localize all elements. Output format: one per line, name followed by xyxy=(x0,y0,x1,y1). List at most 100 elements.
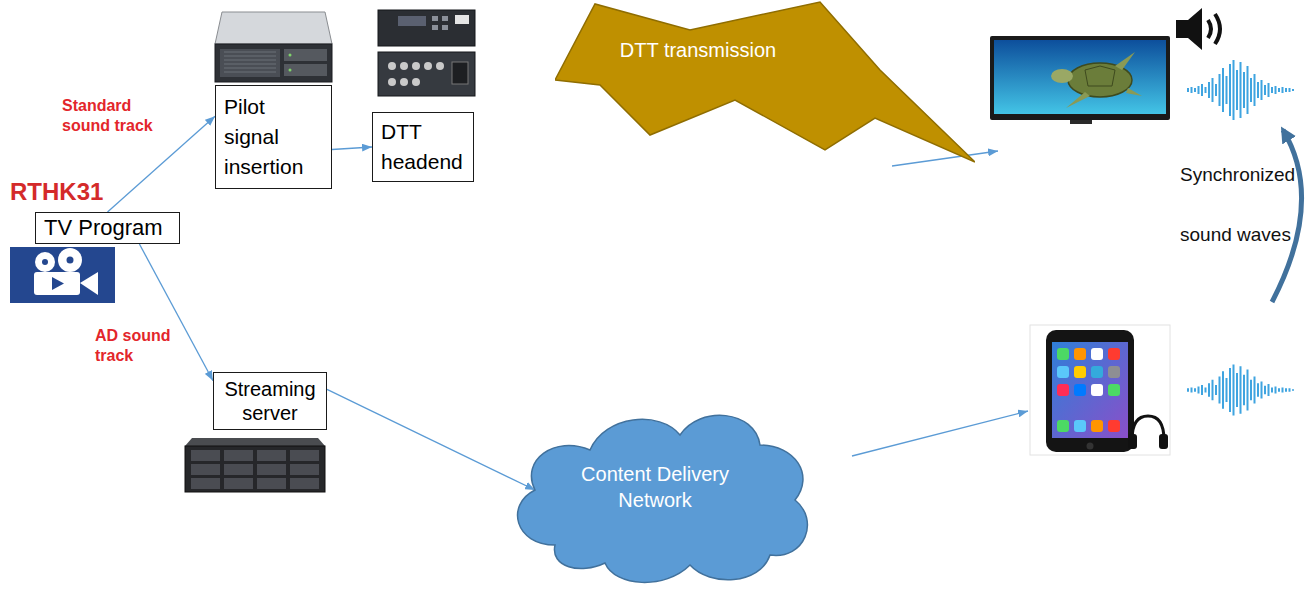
video-icon xyxy=(10,247,115,303)
smartphone-image xyxy=(1046,330,1134,452)
television-image xyxy=(1115,52,1135,70)
television-image xyxy=(994,40,1166,114)
headphones-icon xyxy=(1128,416,1168,449)
node-text: DTT transmission xyxy=(608,38,788,62)
video-icon xyxy=(80,272,98,295)
smartphone-image xyxy=(1091,384,1103,396)
headend-device-image xyxy=(378,10,475,46)
headend-device-image xyxy=(388,78,396,86)
smartphone-image xyxy=(1108,420,1120,432)
video-icon xyxy=(34,272,80,295)
node-text: Streaming server xyxy=(222,377,318,425)
storage-server-image xyxy=(224,450,253,461)
television-image xyxy=(1070,120,1092,124)
smartphone-image xyxy=(1030,325,1170,455)
speaker-icon xyxy=(1176,8,1202,50)
headend-device-image xyxy=(432,16,438,21)
headend-device-image xyxy=(432,25,438,30)
rack-server-image xyxy=(289,69,292,72)
node-text: Content Delivery Network xyxy=(560,461,750,513)
edge-label: AD sound track xyxy=(95,326,190,366)
video-icon xyxy=(35,252,55,272)
smartphone-image xyxy=(1074,420,1086,432)
storage-server-image xyxy=(191,478,220,489)
headphones-icon xyxy=(1159,434,1168,449)
storage-server-image xyxy=(185,438,325,446)
headend-device-image xyxy=(412,62,420,70)
speaker-icon xyxy=(1215,14,1220,44)
smartphone-image xyxy=(1108,348,1120,360)
storage-server-image xyxy=(290,450,319,461)
smartphone-image xyxy=(1057,420,1069,432)
flow-arrow xyxy=(332,147,372,149)
rack-server-image xyxy=(215,12,332,44)
smartphone-image xyxy=(1057,384,1069,396)
headend-device-image xyxy=(388,62,396,70)
smartphone-image xyxy=(1091,420,1103,432)
node-text: TV Program xyxy=(44,215,171,241)
bolt-shape xyxy=(555,2,975,162)
text-holder: Content Delivery Network xyxy=(560,461,750,513)
storage-server-image xyxy=(257,478,286,489)
headend-device-image xyxy=(452,62,468,84)
process-box: Streaming server xyxy=(213,372,327,430)
smartphone-image xyxy=(1091,348,1103,360)
smartphone-image xyxy=(1087,443,1094,450)
annotation: Synchronized sound waves xyxy=(1180,145,1298,265)
transmission-bolt-outline xyxy=(555,0,975,165)
television-image xyxy=(1051,69,1073,83)
transmission-bolt: DTT transmission xyxy=(555,0,975,165)
television-image xyxy=(1085,66,1115,86)
flow-arrow xyxy=(327,389,535,490)
video-icon xyxy=(52,277,64,290)
speaker-icon xyxy=(1208,20,1211,38)
storage-server-image xyxy=(224,464,253,475)
smartphone-image xyxy=(1052,342,1128,438)
television-image xyxy=(1066,92,1090,108)
network-cloud: Content Delivery Network xyxy=(495,395,820,589)
storage-server-image xyxy=(290,478,319,489)
video-icon xyxy=(67,257,74,264)
smartphone-image xyxy=(1108,366,1120,378)
storage-server-image xyxy=(185,446,325,492)
television-image xyxy=(990,36,1170,120)
smartphone-image xyxy=(1074,348,1086,360)
smartphone-image xyxy=(1074,366,1086,378)
sound-wave xyxy=(1188,60,1293,120)
sync-arrow xyxy=(1272,130,1302,302)
speaker-icon xyxy=(1176,8,1220,50)
smartphone-image xyxy=(1057,348,1069,360)
process-box: DTT headend xyxy=(372,112,474,182)
rack-server-image xyxy=(284,64,327,76)
node-text: DTT headend xyxy=(381,117,467,177)
source-box: TV Program xyxy=(35,212,180,244)
rack-server-image xyxy=(220,49,280,77)
logo-text: RTHK31 xyxy=(10,178,120,206)
headend-device-image xyxy=(398,16,426,26)
node-text: Pilot signal insertion xyxy=(224,92,319,182)
rack-server-image xyxy=(215,12,332,82)
storage-server-image xyxy=(290,464,319,475)
headend-device-image xyxy=(442,25,448,30)
storage-server-image xyxy=(191,464,220,475)
text-holder: DTT headend xyxy=(381,117,467,177)
cloud-shape xyxy=(518,415,808,582)
storage-server-image xyxy=(257,450,286,461)
smartphone-image xyxy=(1091,366,1103,378)
smartphone-image xyxy=(1057,366,1069,378)
smartphone-image xyxy=(1074,384,1086,396)
text-holder: Streaming server xyxy=(222,377,318,425)
headend-device-image xyxy=(424,62,432,70)
video-icon xyxy=(58,248,82,272)
rack-server-image xyxy=(215,44,332,82)
rack-server-image xyxy=(224,52,276,72)
headend-device-image xyxy=(400,62,408,70)
storage-server-image xyxy=(257,464,286,475)
text-holder: Pilot signal insertion xyxy=(224,92,319,182)
process-box: Pilot signal insertion xyxy=(215,85,332,189)
rack-server-image xyxy=(284,49,327,61)
headend-device-image xyxy=(412,78,420,86)
television-image xyxy=(1126,88,1142,96)
signal-arrow xyxy=(852,411,1028,456)
